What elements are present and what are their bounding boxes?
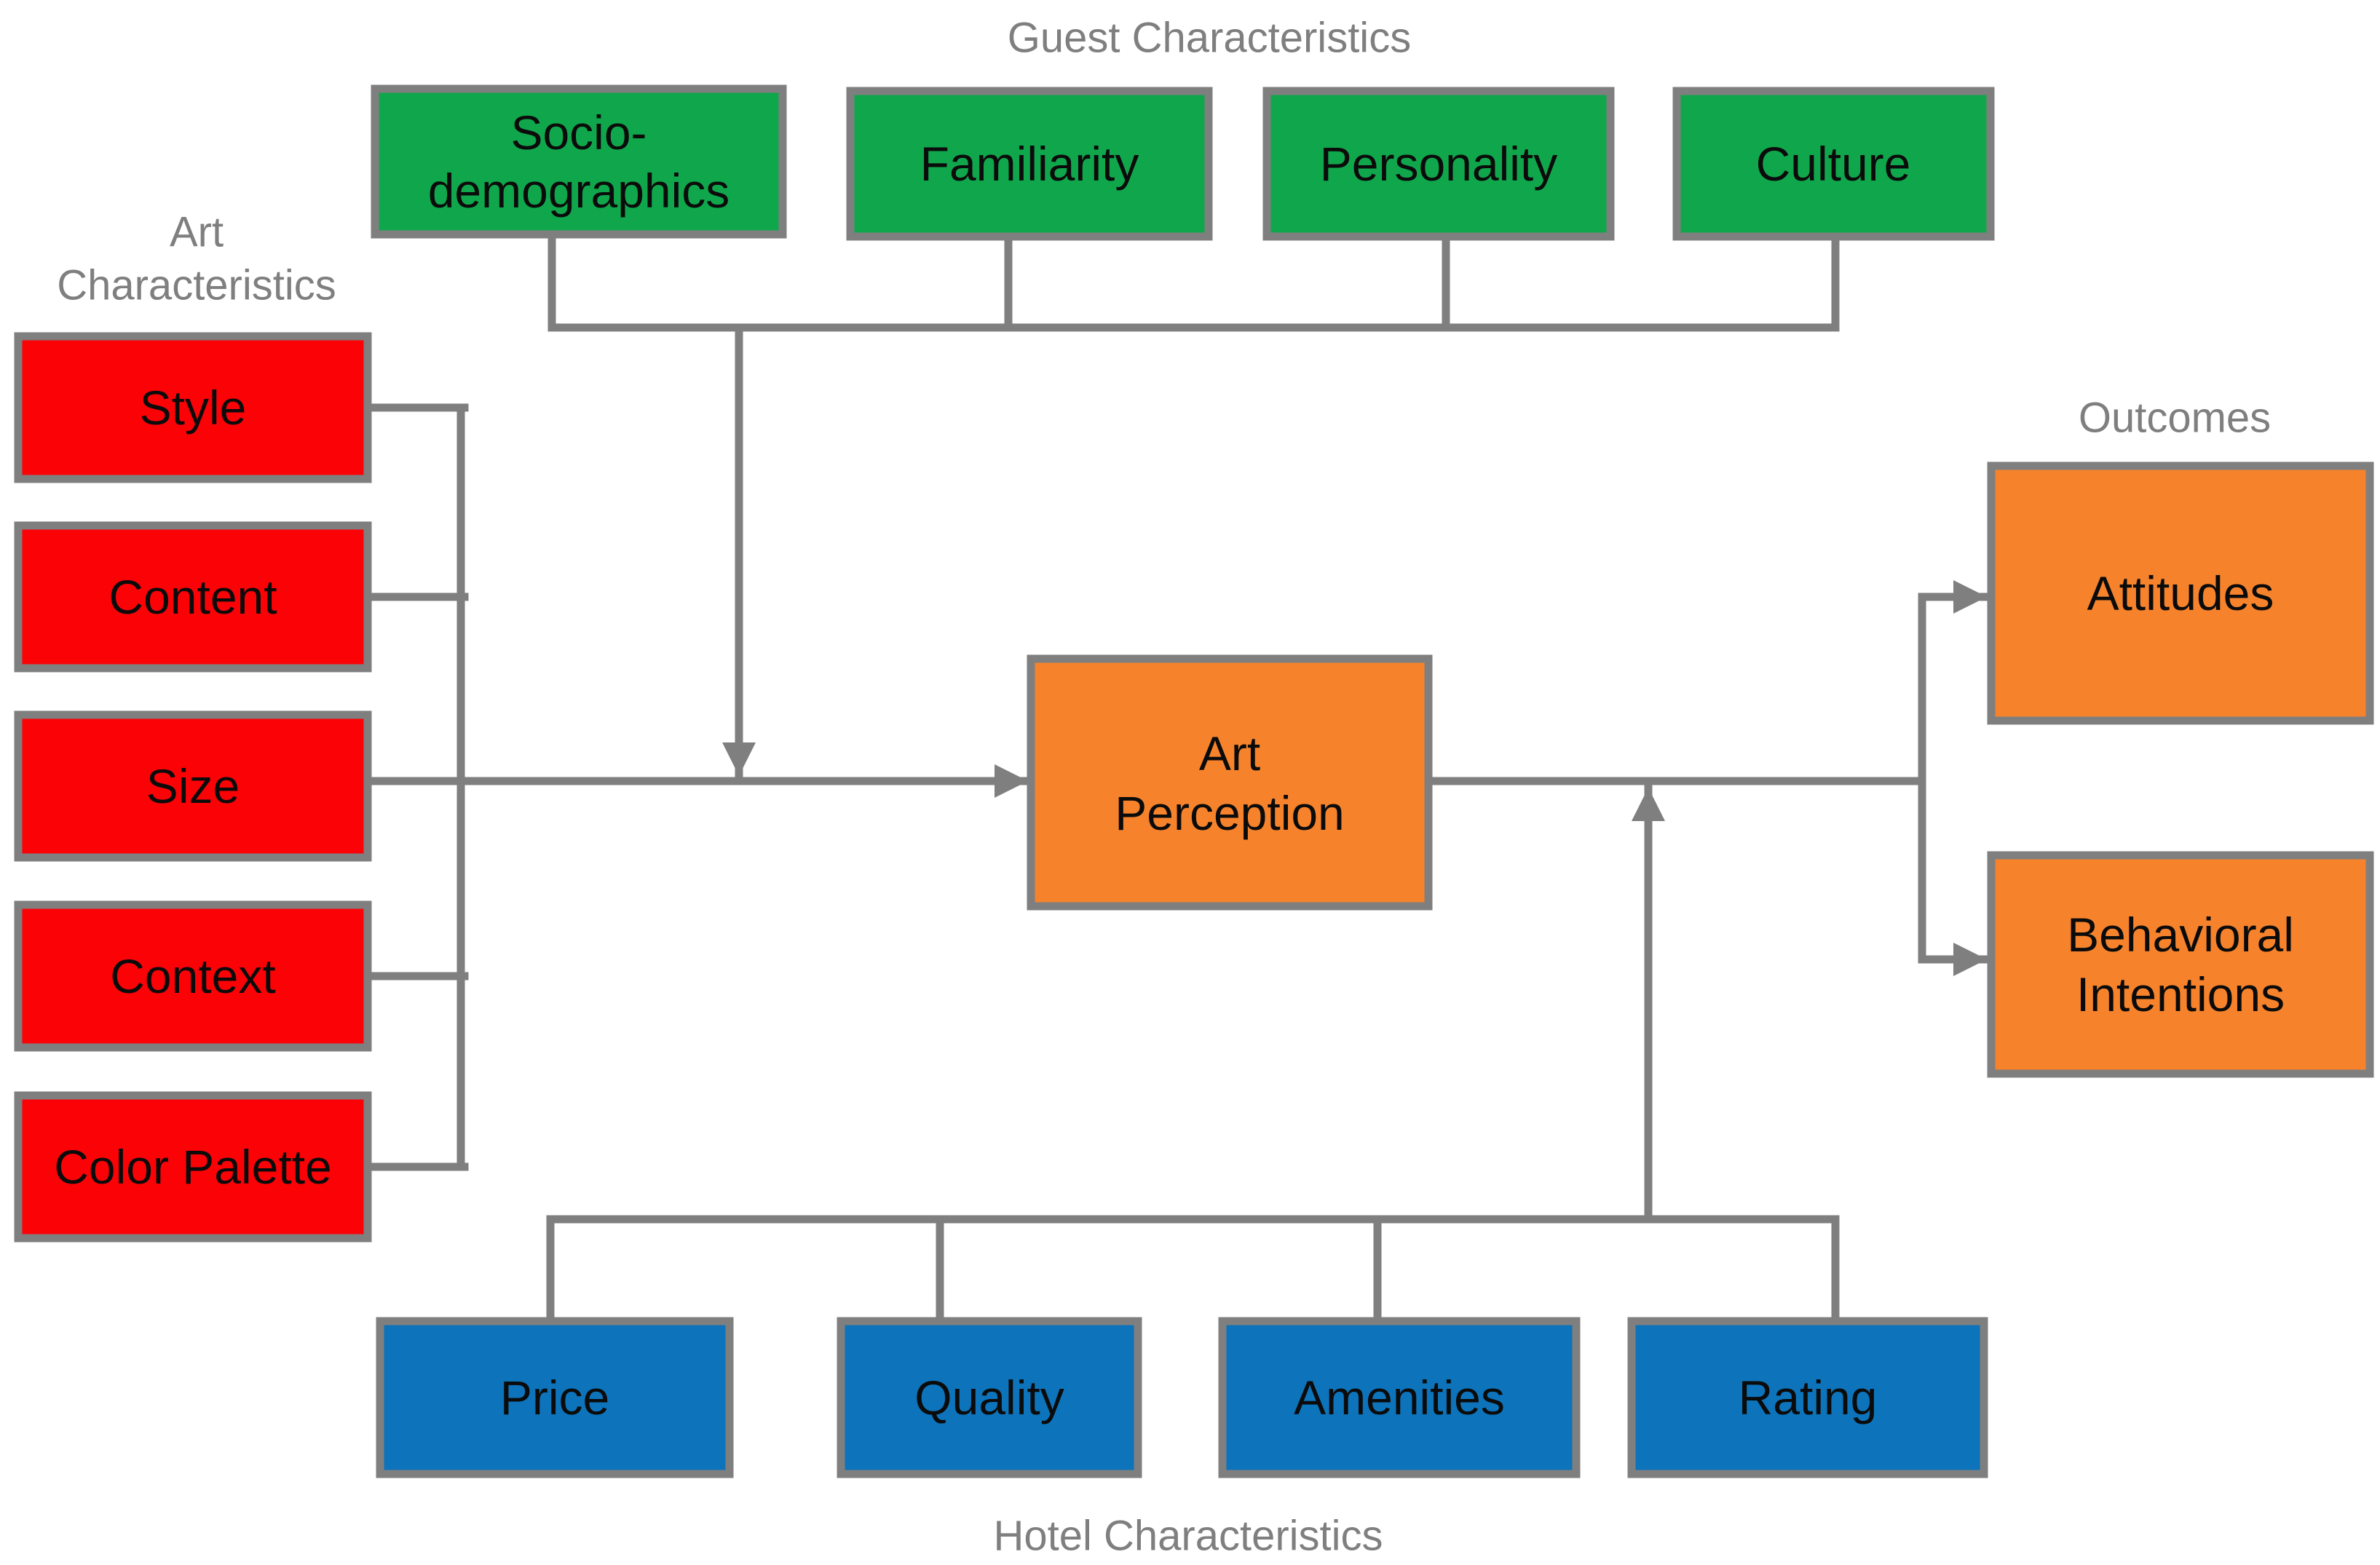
box-art-perception: Art Perception <box>1027 654 1433 911</box>
price-rect <box>376 1317 734 1478</box>
color-palette-rect <box>14 1091 372 1243</box>
box-personality: Personality <box>1262 87 1615 241</box>
size-rect <box>14 710 372 862</box>
quality-label: Quality <box>914 1371 1064 1425</box>
behavioral-intentions-label-line1: Behavioral <box>2067 908 2294 962</box>
size-label: Size <box>146 759 240 813</box>
box-socio-demographics: Socio- demographics <box>371 84 787 239</box>
amenities-label: Amenities <box>1294 1371 1505 1425</box>
culture-rect <box>1672 87 1995 241</box>
box-price: Price <box>376 1317 734 1478</box>
behavioral-intentions-label-line2: Intentions <box>2076 967 2285 1021</box>
box-size: Size <box>14 710 372 862</box>
outcomes-connectors <box>1424 580 1991 976</box>
content-rect <box>14 521 372 673</box>
box-rating: Rating <box>1627 1317 1988 1478</box>
style-label: Style <box>140 381 247 435</box>
amenities-rect <box>1218 1317 1581 1478</box>
box-content: Content <box>14 521 372 673</box>
hotel-connectors <box>546 783 1840 1326</box>
rating-rect <box>1627 1317 1988 1478</box>
personality-rect <box>1262 87 1615 241</box>
hotel-section-label: Hotel Characteristics <box>993 1513 1383 1560</box>
price-label: Price <box>500 1371 609 1425</box>
box-attitudes: Attitudes <box>1987 461 2374 725</box>
color-palette-label: Color Palette <box>54 1140 332 1194</box>
behavioral-intentions-rect <box>1987 851 2374 1078</box>
box-behavioral-intentions: Behavioral Intentions <box>1987 851 2374 1078</box>
attitudes-label: Attitudes <box>2087 566 2274 620</box>
familiarity-label: Familiarity <box>920 137 1139 191</box>
art-section-label-line2: Characteristics <box>57 262 336 309</box>
quality-rect <box>837 1317 1142 1478</box>
familiarity-rect <box>846 87 1213 241</box>
socio-demographics-label-line1: Socio- <box>510 106 647 159</box>
context-label: Context <box>110 949 275 1003</box>
socio-demographics-rect <box>371 84 787 239</box>
box-familiarity: Familiarity <box>846 87 1213 241</box>
rating-label: Rating <box>1739 1371 1878 1425</box>
art-connectors <box>363 403 1032 1171</box>
art-perception-label-line2: Perception <box>1115 786 1345 840</box>
box-style: Style <box>14 332 372 483</box>
box-culture: Culture <box>1672 87 1995 241</box>
box-color-palette: Color Palette <box>14 1091 372 1243</box>
outcomes-section-label: Outcomes <box>2079 395 2271 442</box>
culture-label: Culture <box>1756 137 1911 191</box>
content-label: Content <box>108 570 277 624</box>
box-quality: Quality <box>837 1317 1142 1478</box>
socio-demographics-label-line2: demographics <box>428 164 730 218</box>
attitudes-rect <box>1987 461 2374 725</box>
art-perception-label-line1: Art <box>1199 726 1260 780</box>
guest-section-label: Guest Characteristics <box>1008 15 1411 62</box>
art-perception-rect <box>1027 654 1433 911</box>
personality-label: Personality <box>1320 137 1558 191</box>
guest-connectors <box>547 230 1840 780</box>
box-context: Context <box>14 900 372 1052</box>
art-section-label-line1: Art <box>170 209 224 256</box>
context-rect <box>14 900 372 1052</box>
box-amenities: Amenities <box>1218 1317 1581 1478</box>
style-rect <box>14 332 372 483</box>
